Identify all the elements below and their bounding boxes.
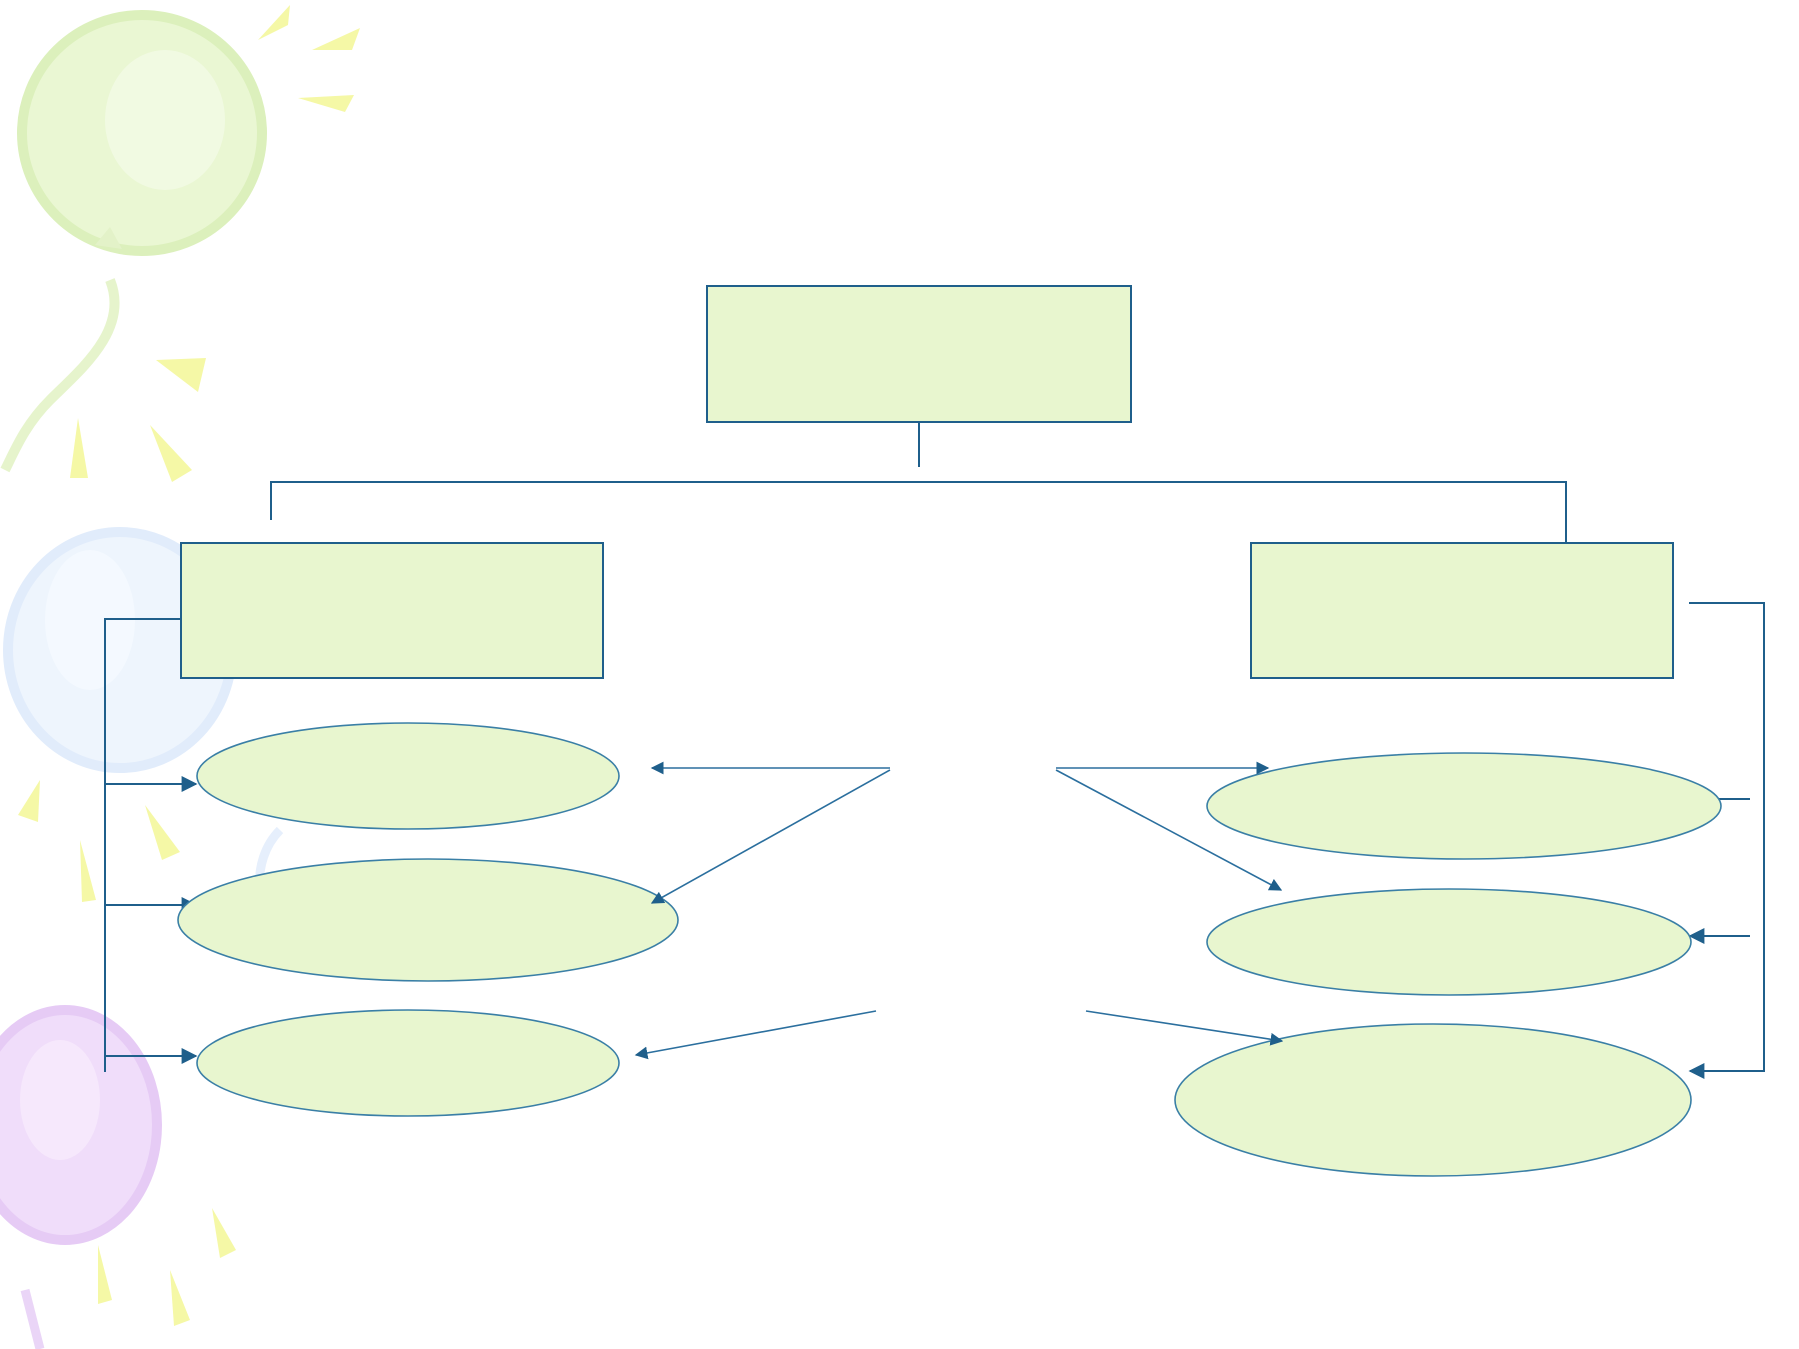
left-ellipse-3: [196, 1009, 620, 1117]
center-arrow-to-left-ellipse-2: [650, 769, 891, 904]
blue-balloon-icon: [3, 527, 303, 964]
tree-connector: [270, 422, 1567, 542]
left-ellipse-2: [177, 858, 679, 982]
right-ellipse-3: [1174, 1023, 1692, 1177]
right-node: [1250, 542, 1674, 679]
left-bracket-connector: [104, 618, 181, 1072]
center-arrow-to-left-ellipse-3: [634, 1010, 877, 1060]
right-bracket-connector: [1689, 602, 1765, 1072]
right-ellipse-1: [1206, 752, 1722, 860]
left-node: [180, 542, 604, 679]
top-node: [706, 285, 1132, 423]
green-balloon-icon: [0, 10, 267, 473]
center-arrow-to-right-ellipse-3: [1085, 1010, 1284, 1046]
right-ellipse-2: [1206, 888, 1692, 996]
left-ellipse-1: [196, 722, 620, 830]
center-arrow-to-right-ellipse-2: [1055, 769, 1283, 891]
purple-balloon-icon: [0, 1005, 162, 1349]
spark-icon: [18, 5, 360, 1326]
